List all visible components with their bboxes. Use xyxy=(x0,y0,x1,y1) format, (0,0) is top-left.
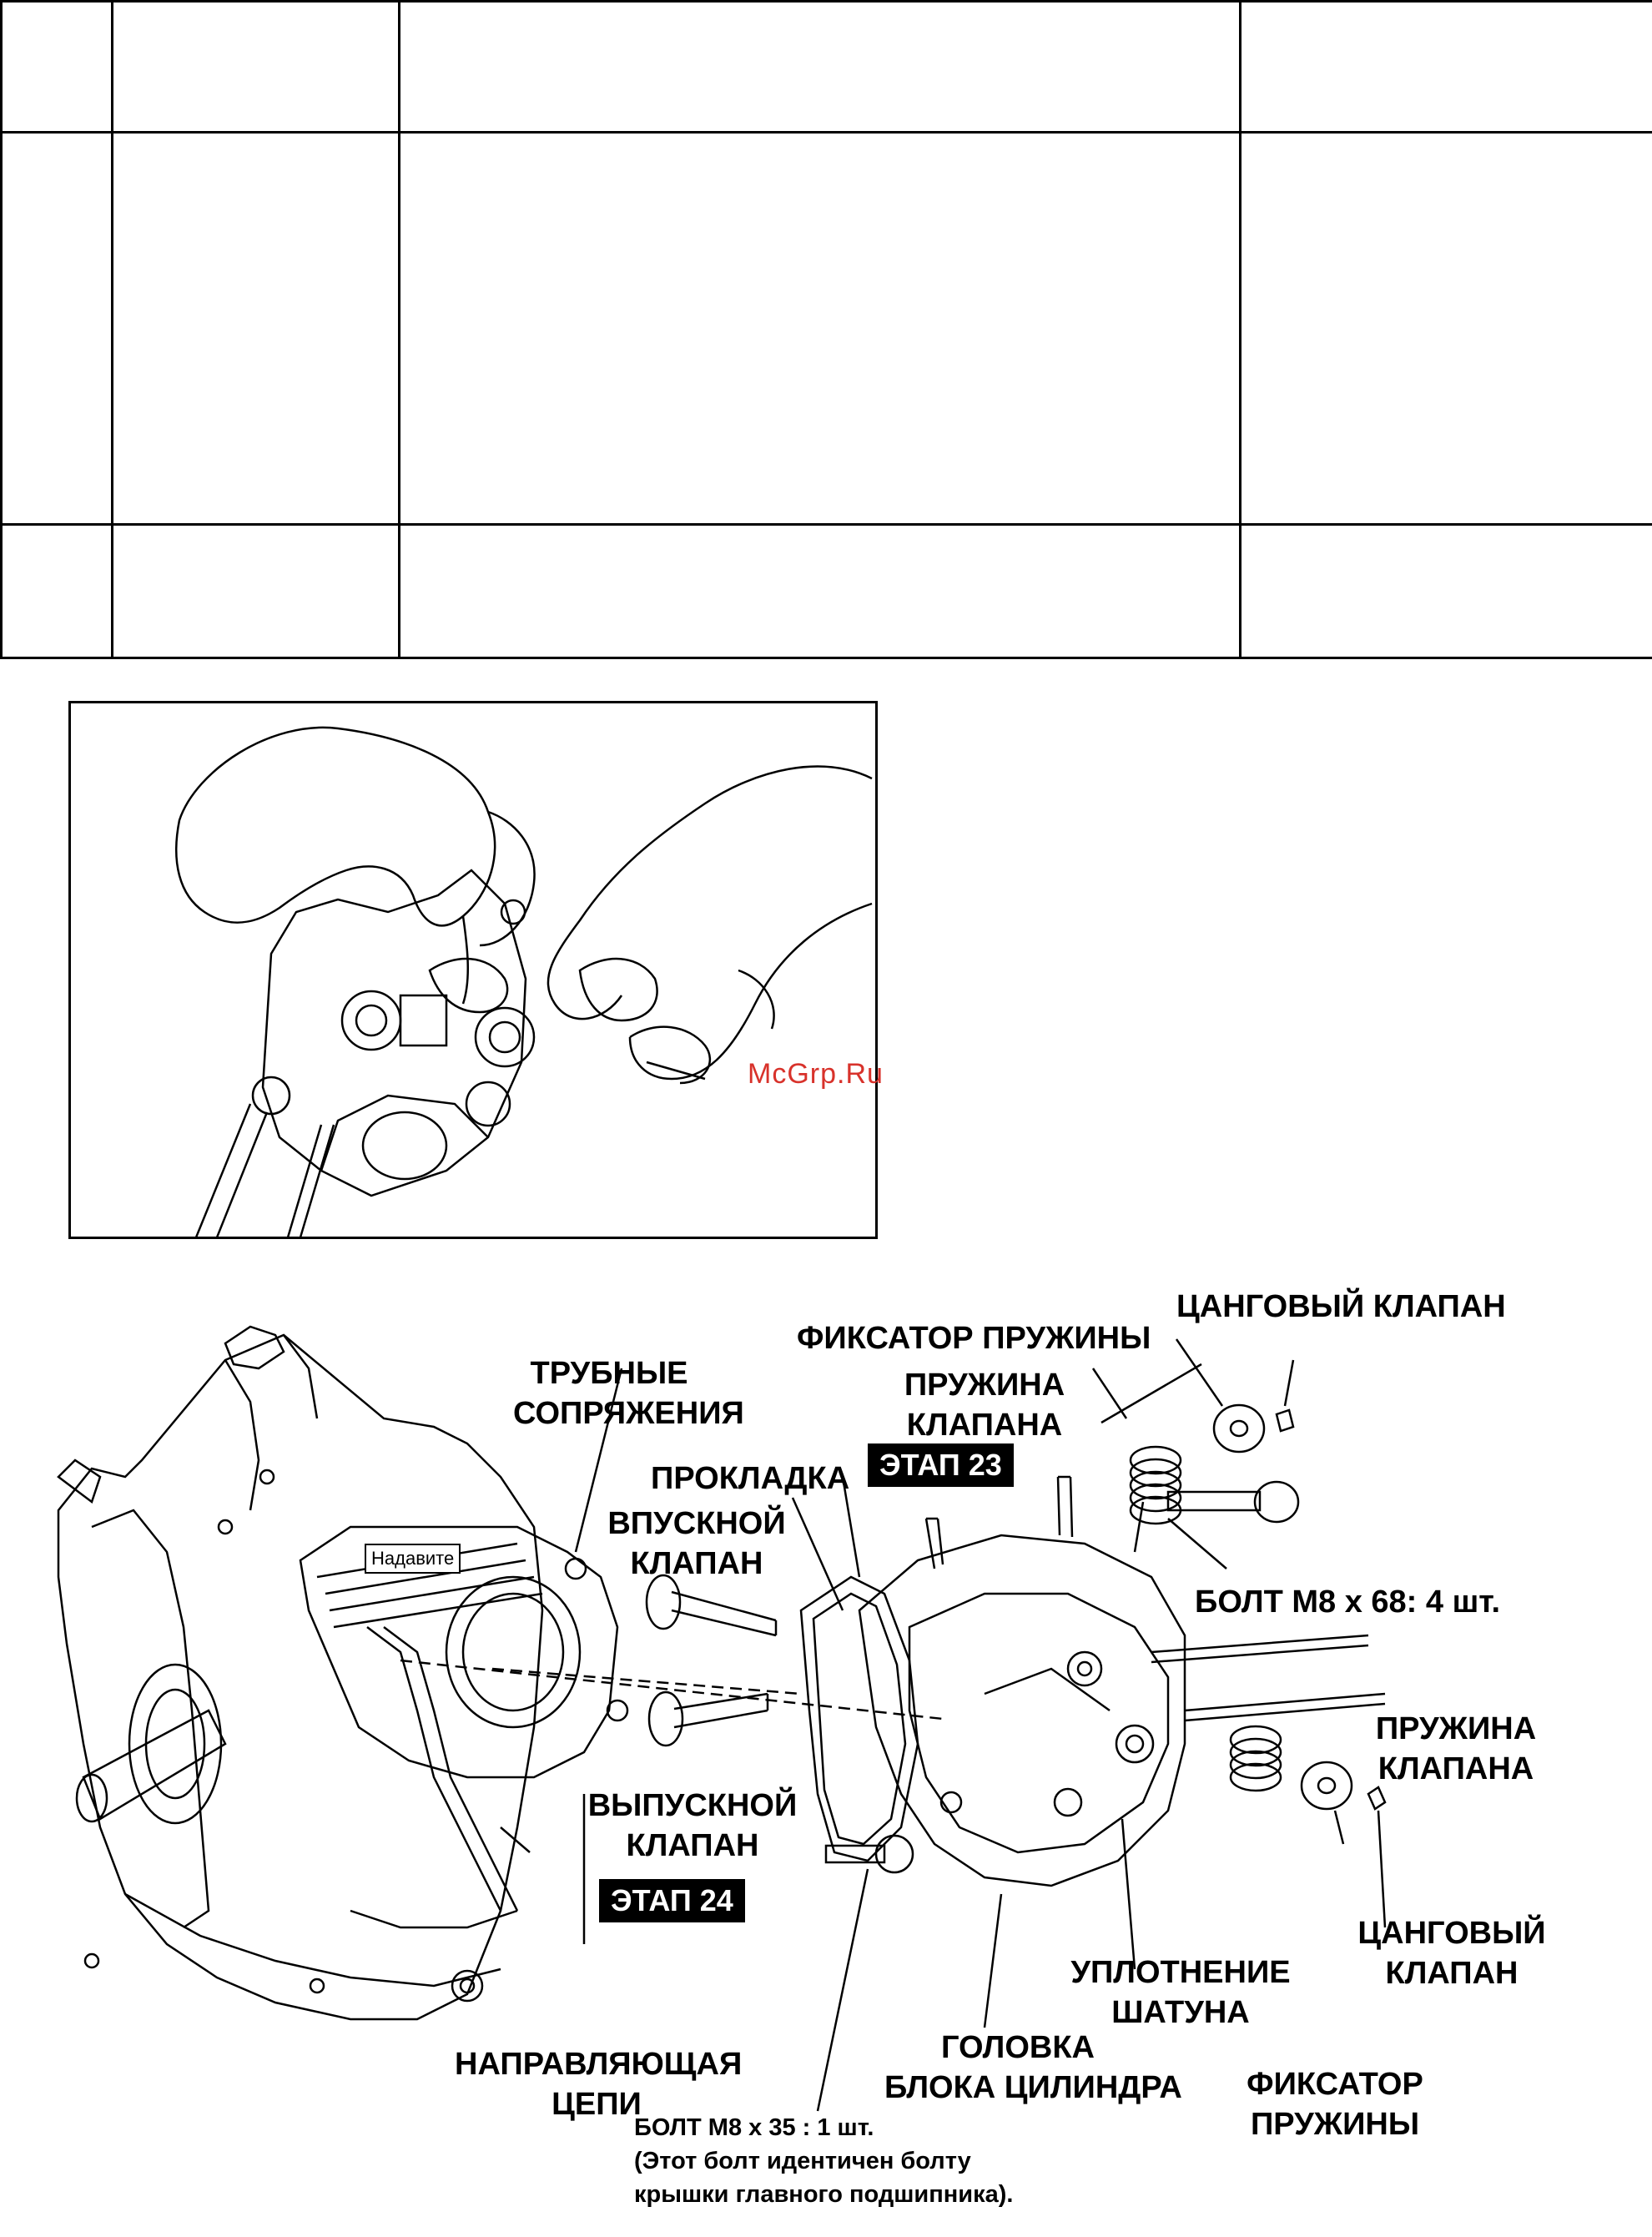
table-cell xyxy=(2,2,113,133)
label-line: СОПРЯЖЕНИЯ xyxy=(513,1393,705,1433)
label-line: КЛАПАНА xyxy=(893,1405,1076,1445)
label-line: ПРУЖИНА xyxy=(893,1365,1076,1405)
table-row xyxy=(2,133,1652,525)
label-line: БЛОКА ЦИЛИНДРА xyxy=(884,2068,1151,2108)
label-gasket: ПРОКЛАДКА xyxy=(651,1459,849,1499)
label-line: ВПУСКНОЙ xyxy=(601,1504,793,1544)
label-valve-spring-top: ПРУЖИНА КЛАПАНА xyxy=(893,1365,1076,1445)
label-line: УПЛОТНЕНИЕ xyxy=(1055,1952,1306,1993)
valve-spring-right xyxy=(1231,1726,1281,1791)
label-line: КЛАПАН xyxy=(584,1826,801,1866)
table-cell xyxy=(400,525,1241,658)
label-collet-valve-right: ЦАНГОВЫЙ КЛАПАН xyxy=(1356,1913,1548,1993)
table-cell xyxy=(2,133,113,525)
table-cell xyxy=(113,2,400,133)
illustration-frame xyxy=(68,701,878,1239)
table-cell xyxy=(113,133,400,525)
label-intake-valve: ВПУСКНОЙ КЛАПАН xyxy=(601,1504,793,1584)
label-line: ТРУБНЫЕ xyxy=(513,1353,705,1393)
press-callout: Надавите xyxy=(365,1544,461,1574)
table-cell xyxy=(400,2,1241,133)
label-spring-retainer-top: ФИКСАТОР ПРУЖИНЫ xyxy=(797,1318,1151,1358)
label-line: КЛАПАН xyxy=(1356,1953,1548,1993)
table-cell xyxy=(1241,2,1652,133)
label-line: КЛАПАНА xyxy=(1360,1749,1552,1789)
label-bolt-m8-68: БОЛТ М8 х 68: 4 шт. xyxy=(1195,1582,1500,1622)
label-line: КЛАПАН xyxy=(601,1544,793,1584)
watermark: McGrp.Ru xyxy=(748,1058,884,1091)
exploded-diagram: Надавите ТРУБНЫЕ СОПРЯЖЕНИЯ ПРОКЛАДКА ВП… xyxy=(0,1277,1652,2233)
bolt-m8-35-note: БОЛТ М8 х 35 : 1 шт. (Этот болт идентиче… xyxy=(634,2111,1013,2211)
label-rod-seal: УПЛОТНЕНИЕ ШАТУНА xyxy=(1055,1952,1306,2033)
label-line: ШАТУНА xyxy=(1055,1993,1306,2033)
bolt-note-line: (Этот болт идентичен болту xyxy=(634,2144,1013,2178)
label-line: ВЫПУСКНОЙ xyxy=(584,1786,801,1826)
table-cell xyxy=(1241,133,1652,525)
label-valve-spring-right: ПРУЖИНА КЛАПАНА xyxy=(1360,1709,1552,1789)
label-line: ГОЛОВКА xyxy=(884,2028,1151,2068)
table-cell xyxy=(1241,525,1652,658)
label-pipe-fittings: ТРУБНЫЕ СОПРЯЖЕНИЯ xyxy=(513,1353,705,1433)
label-line: НАПРАВЛЯЮЩАЯ xyxy=(455,2044,738,2084)
empty-grid-table xyxy=(0,0,1652,659)
table-row xyxy=(2,525,1652,658)
table-cell xyxy=(400,133,1241,525)
label-line: ПРУЖИНЫ xyxy=(1226,2104,1443,2144)
table-row xyxy=(2,2,1652,133)
hands-installing-spring-illustration xyxy=(71,703,875,1237)
table-cell xyxy=(113,525,400,658)
bolt-note-line: БОЛТ М8 х 35 : 1 шт. xyxy=(634,2111,1013,2144)
valve-spring-top xyxy=(1131,1447,1181,1524)
stage-24-badge: ЭТАП 24 xyxy=(599,1879,745,1922)
stage-23-badge: ЭТАП 23 xyxy=(868,1443,1014,1487)
label-collet-valve-top: ЦАНГОВЫЙ КЛАПАН xyxy=(1176,1287,1506,1327)
label-line: ПРУЖИНА xyxy=(1360,1709,1552,1749)
label-cylinder-head: ГОЛОВКА БЛОКА ЦИЛИНДРА xyxy=(884,2028,1151,2108)
label-spring-retainer-bottom: ФИКСАТОР ПРУЖИНЫ xyxy=(1226,2064,1443,2144)
label-exhaust-valve: ВЫПУСКНОЙ КЛАПАН xyxy=(584,1786,801,1866)
table-cell xyxy=(2,525,113,658)
label-line: ЦАНГОВЫЙ xyxy=(1356,1913,1548,1953)
label-line: ФИКСАТОР xyxy=(1226,2064,1443,2104)
bolt-note-line: крышки главного подшипника). xyxy=(634,2178,1013,2211)
